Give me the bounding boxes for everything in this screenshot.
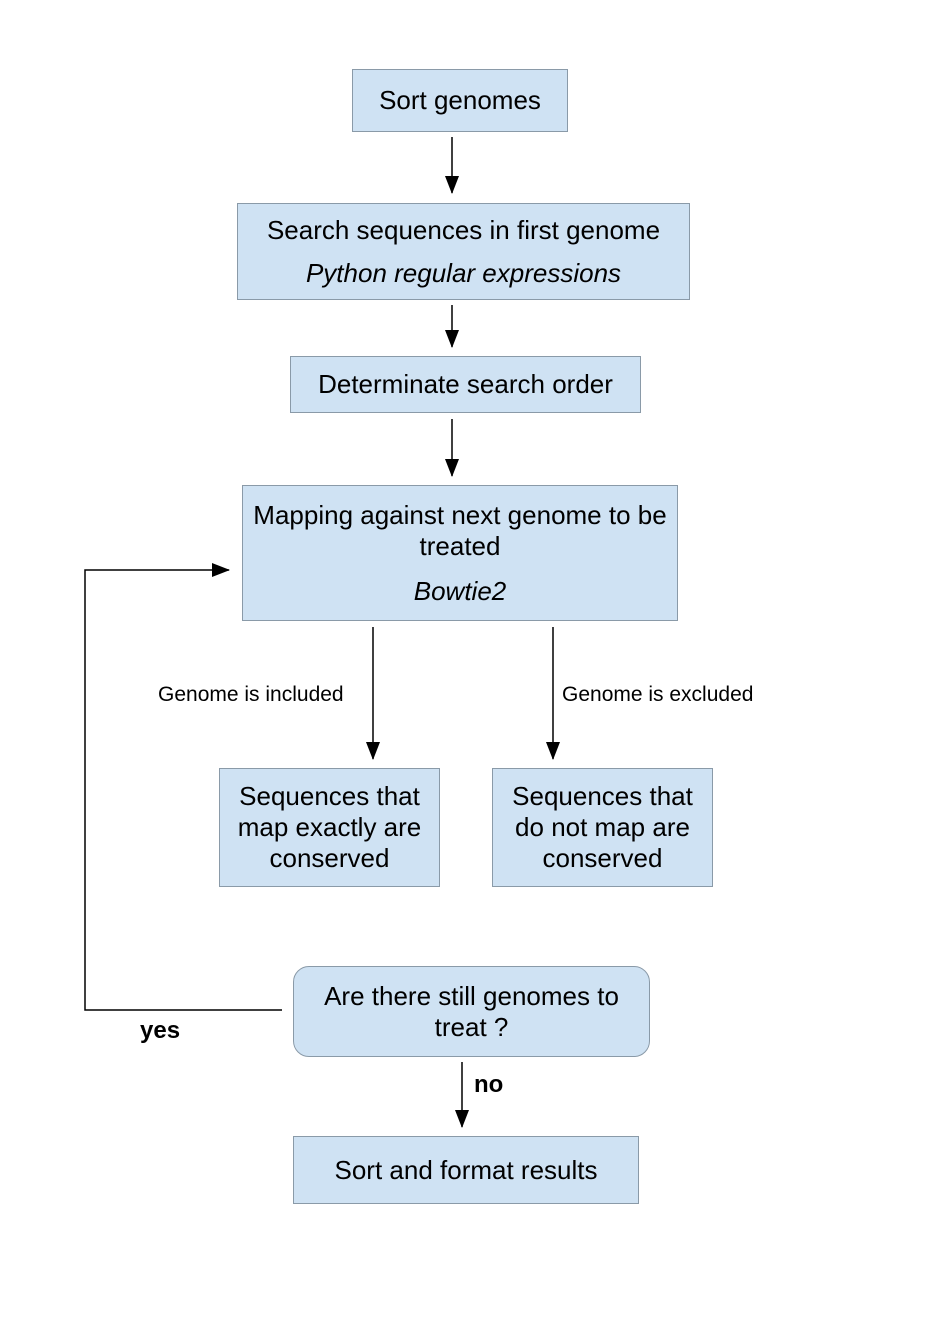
node-search-sequences-title: Search sequences in first genome: [266, 214, 661, 245]
node-sort-genomes: Sort genomes: [352, 69, 568, 132]
node-determinate-order: Determinate search order: [290, 356, 641, 413]
node-excluded-result-title: Sequences that do not map are conserved: [512, 781, 693, 873]
node-decision-title: Are there still genomes to treat ?: [324, 980, 619, 1042]
edge-label-included: Genome is included: [158, 683, 344, 706]
edge-label-excluded: Genome is excluded: [562, 683, 754, 706]
edge-label-yes: yes: [140, 1017, 181, 1044]
node-included-result-title: Sequences that map exactly are conserved: [237, 781, 422, 873]
node-excluded-result: Sequences that do not map are conserved: [492, 768, 713, 887]
node-sort-format: Sort and format results: [293, 1136, 639, 1204]
node-mapping-title: Mapping against next genome to be treate…: [253, 499, 667, 561]
node-sort-genomes-title: Sort genomes: [379, 85, 541, 115]
arrow-yes-loop: [84, 563, 282, 1011]
node-decision: Are there still genomes to treat ?: [293, 966, 650, 1057]
node-search-sequences-subtitle: Python regular expressions: [305, 257, 622, 288]
node-determinate-order-title: Determinate search order: [318, 369, 613, 399]
edge-label-no: no: [474, 1071, 504, 1098]
node-mapping-subtitle: Bowtie2: [413, 575, 507, 606]
node-sort-format-title: Sort and format results: [334, 1154, 598, 1185]
node-search-sequences: Search sequences in first genome Python …: [237, 203, 690, 300]
node-mapping: Mapping against next genome to be treate…: [242, 485, 678, 621]
node-included-result: Sequences that map exactly are conserved: [219, 768, 440, 887]
